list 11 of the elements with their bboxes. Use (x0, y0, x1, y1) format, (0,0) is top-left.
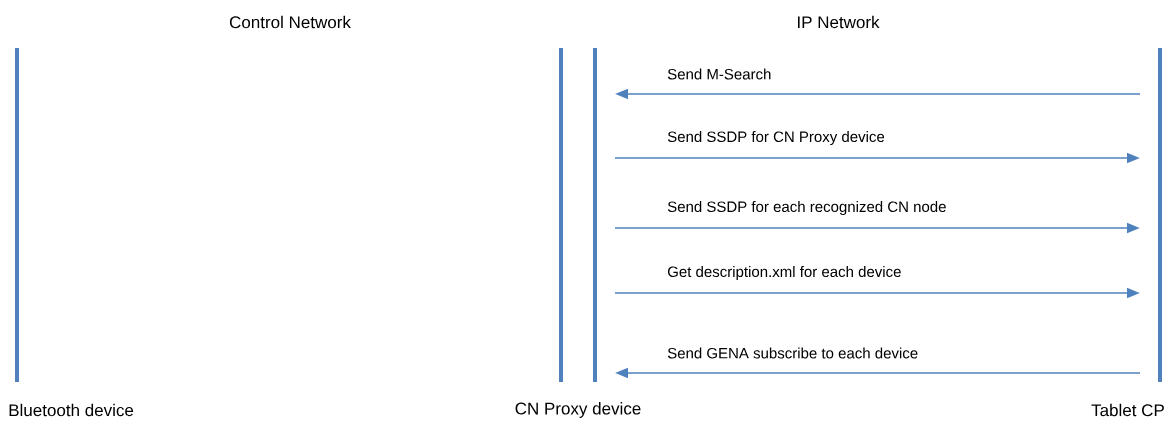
edge-label: Send SSDP for each recognized CN node (667, 201, 946, 215)
lifeline-label: Tablet CP (1091, 403, 1164, 417)
lifeline-label: Bluetooth device (9, 403, 134, 417)
edge-label: Send GENA subscribe to each device (667, 347, 918, 359)
lifeline (559, 48, 563, 382)
edge-label: Send M-Search (667, 68, 771, 80)
lifeline-label: CN Proxy device (515, 402, 641, 418)
section-heading: Control Network (229, 15, 351, 29)
edge-label: Get description.xml for each device (667, 266, 901, 280)
section-heading: IP Network (798, 15, 880, 29)
edge-label: Send SSDP for CN Proxy device (667, 131, 885, 145)
